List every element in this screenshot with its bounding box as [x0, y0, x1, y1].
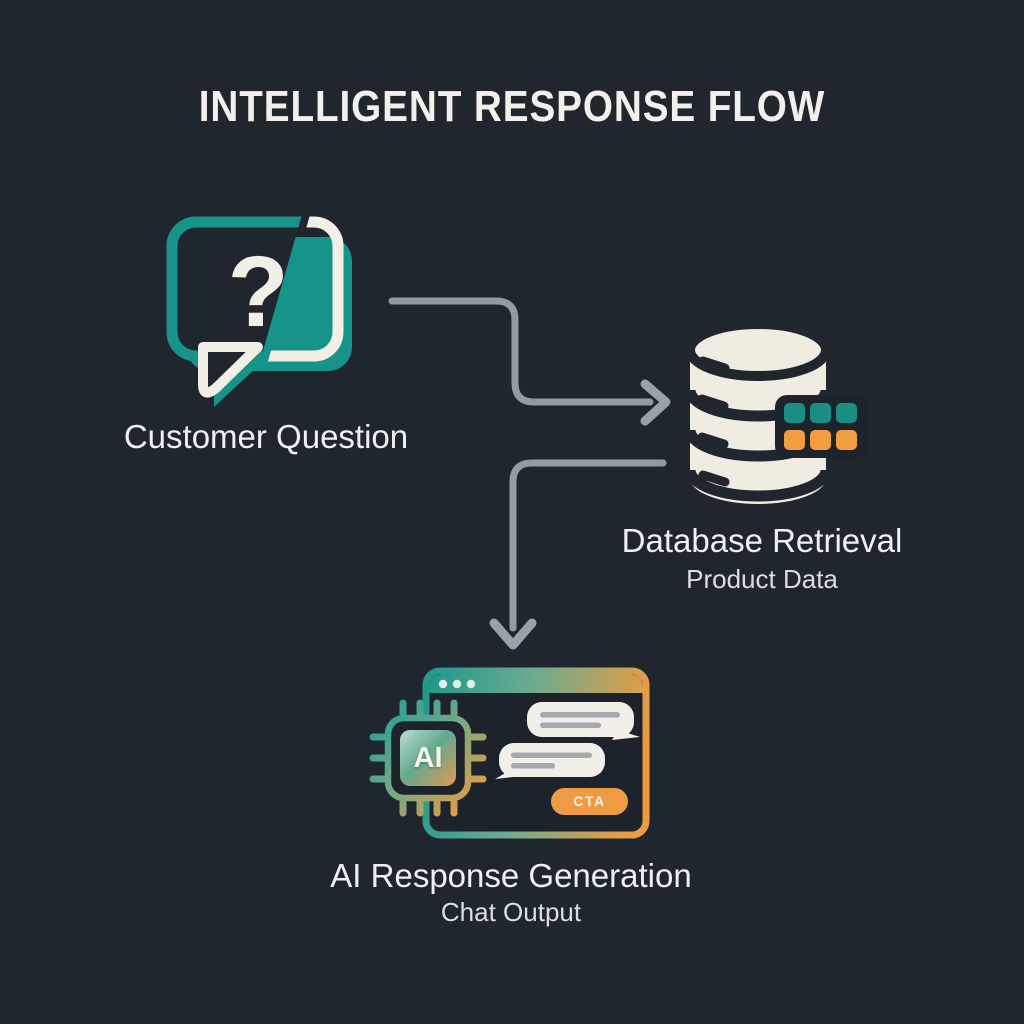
database-cylinder-icon	[684, 319, 869, 504]
diagram-title: INTELLIGENT RESPONSE FLOW	[198, 82, 826, 131]
arrowhead-right-icon	[640, 379, 671, 426]
chat-bubble-right	[527, 702, 640, 740]
chip-core	[400, 730, 456, 786]
ai-chip-label: AI	[413, 742, 443, 774]
ai-chip-chat-window-icon	[369, 667, 650, 839]
question-mark-glyph: ?	[227, 236, 289, 348]
speech-bubble-tail	[198, 342, 263, 398]
database-slot-marks	[697, 356, 730, 487]
chip-pins	[369, 699, 487, 817]
cta-button-shape	[551, 788, 628, 815]
database-retrieval-sublabel: Product Data	[686, 564, 838, 594]
database-retrieval-label: Database Retrieval	[621, 522, 903, 559]
chat-bubble-left	[495, 743, 605, 779]
data-grid-icon	[775, 395, 869, 458]
customer-question-label: Customer Question	[123, 418, 409, 455]
database-top-rim	[685, 319, 831, 381]
ai-chip-icon	[369, 699, 487, 817]
chat-window-titlebar	[429, 674, 643, 693]
ai-response-label: AI Response Generation	[330, 857, 692, 894]
cta-button-label: CTA	[573, 793, 606, 809]
arrow-database-to-ai	[489, 459, 667, 650]
window-dots-icon	[438, 679, 476, 689]
ai-response-sublabel: Chat Output	[440, 897, 582, 927]
arrow-question-to-database	[388, 297, 671, 426]
arrowhead-down-icon	[489, 618, 537, 650]
question-speech-bubble-icon	[166, 216, 352, 407]
